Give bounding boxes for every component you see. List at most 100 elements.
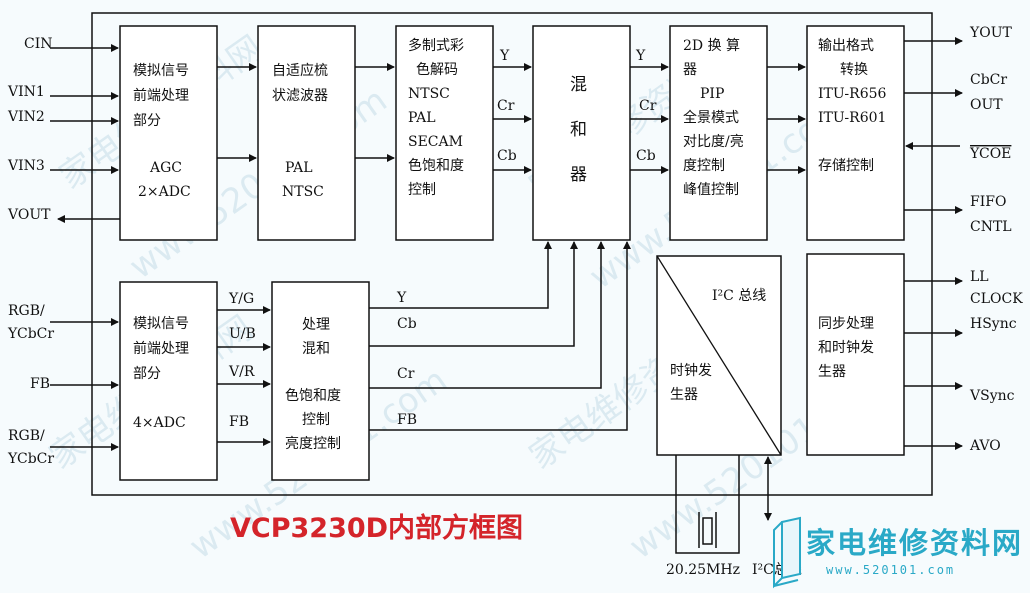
sig-dec-cb: Cb: [497, 148, 517, 164]
wire-p-fb: [369, 241, 631, 431]
in-rgb1-b: YCbCr: [7, 326, 54, 342]
sig-vr: V/R: [228, 364, 255, 380]
analog-bottom-l2: 前端处理: [133, 340, 189, 357]
in-fb: FB: [30, 376, 50, 392]
decoder-l7: 控制: [408, 182, 436, 198]
sig-ub: U/B: [229, 326, 256, 342]
block-mixer: [532, 25, 631, 241]
clockgen-l3: 生器: [670, 387, 698, 403]
watermark-logo: 家电维修资料网 www.520101.com: [773, 516, 1023, 589]
block-comb-filter: [257, 25, 356, 241]
out-fifo: FIFO: [970, 194, 1006, 210]
diagram-title: VCP3230D内部方框图: [230, 512, 523, 544]
sig-p-cr: Cr: [397, 366, 415, 382]
out-cbcr: CbCr: [970, 72, 1007, 88]
in-vout: VOUT: [7, 207, 51, 223]
analog-bottom-l3: 部分: [133, 366, 161, 382]
scaler-l2: 器: [683, 62, 697, 78]
comb-l2: 状滤波器: [272, 88, 328, 104]
out-out: OUT: [970, 97, 1003, 113]
scaler-l4: 全景模式: [683, 109, 739, 126]
outfmt-l4: ITU-R601: [818, 110, 886, 126]
block-analog-bottom: [119, 281, 218, 481]
block-analog-top: [119, 25, 218, 241]
crystal-body: [702, 517, 713, 545]
sig-fb-in: FB: [229, 414, 249, 430]
book-logo-icon: [773, 516, 801, 589]
crystal-label: 20.25MHz: [666, 562, 740, 578]
analog-bottom-l4: 4×ADC: [133, 415, 186, 431]
logo-text: 家电维修资料网: [806, 526, 1023, 560]
sig-p-cb: Cb: [397, 316, 417, 332]
crystal-wire: [675, 455, 740, 554]
sig-mix-cr: Cr: [639, 98, 657, 114]
mixer-l3: 器: [570, 165, 587, 185]
out-ycoe: YCOE: [969, 146, 1011, 162]
sig-p-fb: FB: [397, 412, 417, 428]
procmix-l1: 处理: [302, 317, 330, 333]
clockgen-l2: 时钟发: [670, 362, 712, 379]
scaler-l5: 对比度/亮: [683, 133, 744, 150]
sig-dec-y: Y: [499, 48, 510, 64]
out-yout: YOUT: [969, 25, 1013, 41]
in-rgb2-b: YCbCr: [7, 451, 54, 467]
clockgen-l1: I²C 总线: [712, 288, 766, 304]
block-decoder: [395, 25, 494, 241]
analog-top-l3: 部分: [133, 113, 161, 129]
decoder-l6: 色饱和度: [408, 157, 464, 174]
out-hsync: HSync: [970, 316, 1017, 332]
decoder-l3: NTSC: [408, 86, 450, 102]
mixer-l2: 和: [570, 120, 587, 140]
mixer-l1: 混: [570, 75, 587, 95]
sync-l3: 生器: [818, 364, 846, 380]
out-ll: LL: [970, 269, 989, 285]
out-cntl: CNTL: [970, 219, 1012, 235]
in-vin1: VIN1: [7, 84, 45, 100]
block-scaler: [669, 25, 768, 241]
analog-top-l2: 前端处理: [133, 87, 189, 104]
logo-url: www.520101.com: [826, 563, 955, 577]
outfmt-l5: 存储控制: [818, 158, 874, 174]
in-cin: CIN: [24, 36, 53, 52]
outfmt-l2: 转换: [840, 61, 868, 78]
block-process-mix: [271, 281, 370, 481]
outfmt-l3: ITU-R656: [818, 86, 887, 102]
scaler-l1: 2D 换 算: [683, 37, 740, 54]
decoder-l4: PAL: [408, 110, 436, 126]
sig-p-y: Y: [396, 290, 407, 306]
sig-mix-cb: Cb: [636, 148, 656, 164]
analog-bottom-l1: 模拟信号: [133, 316, 189, 332]
procmix-l4: 控制: [302, 412, 330, 428]
wire-p-cb: [369, 241, 578, 347]
sig-mix-y: Y: [635, 48, 646, 64]
out-avo: AVO: [969, 438, 1001, 454]
procmix-l3: 色饱和度: [285, 387, 341, 404]
scaler-l6: 度控制: [683, 158, 725, 174]
in-rgb1-a: RGB/: [8, 303, 45, 319]
wire-p-y: [369, 241, 552, 309]
chip-frame: [91, 12, 933, 496]
out-vsync: VSync: [969, 388, 1015, 404]
analog-top-l4: AGC: [149, 160, 182, 176]
in-vin3: VIN3: [7, 158, 45, 174]
comb-l3: PAL: [285, 160, 313, 176]
scaler-l7: 峰值控制: [683, 182, 739, 198]
out-clock: CLOCK: [970, 291, 1023, 307]
procmix-l5: 亮度控制: [285, 435, 341, 452]
comb-l4: NTSC: [282, 184, 324, 200]
sig-dec-cr: Cr: [497, 98, 515, 114]
wire-p-cr: [369, 241, 605, 389]
sync-l2: 和时钟发: [818, 339, 874, 356]
decoder-l5: SECAM: [408, 134, 463, 150]
decoder-l1: 多制式彩: [408, 37, 464, 54]
sync-l1: 同步处理: [818, 316, 874, 332]
in-vin2: VIN2: [7, 109, 45, 125]
scaler-l3: PIP: [700, 86, 724, 102]
in-rgb2-a: RGB/: [8, 428, 45, 444]
analog-top-l1: 模拟信号: [133, 63, 189, 79]
block-output-format: [806, 25, 905, 241]
procmix-l2: 混和: [302, 341, 330, 357]
decoder-l2: 色解码: [416, 61, 458, 78]
